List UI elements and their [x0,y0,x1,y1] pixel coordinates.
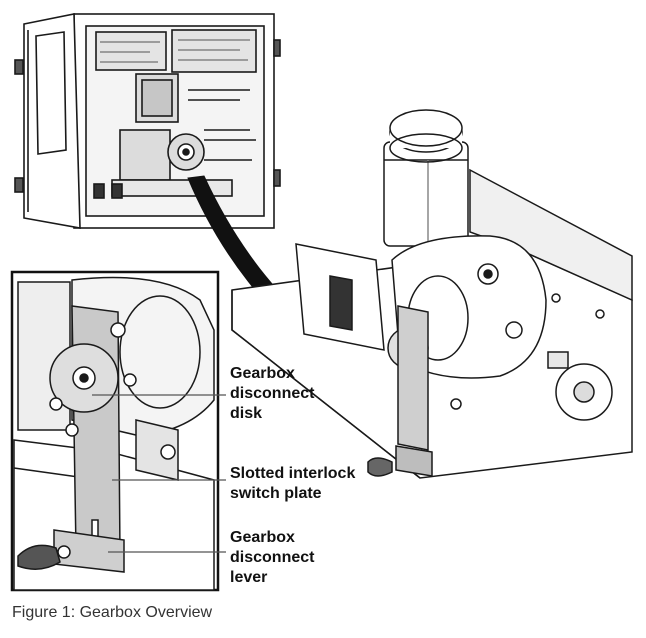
callout-disk-line-2: disconnect [230,385,315,402]
callout-disk-line-3: disk [230,405,263,422]
frame-housing [469,168,633,302]
callout-plate-line-1: Slotted interlock [230,465,356,482]
door-window [35,31,67,155]
callout-gearbox-disconnect-lever: Gearbox disconnect lever [230,528,314,588]
control-box [14,13,281,229]
callout-lever-line-3: lever [230,569,268,586]
detail-inset [10,270,226,592]
figure-caption: Figure 1: Gearbox Overview [12,604,213,621]
motor-block [119,129,171,181]
assembly-interlock-plate [397,305,429,451]
callout-lever-line-2: disconnect [230,549,315,566]
callout-plate-line-2: switch plate [230,485,322,502]
callout-gearbox-disconnect-disk: Gearbox disconnect disk [230,364,314,424]
callout-lever-line-1: Gearbox [230,529,295,546]
assembly-lever [395,445,433,477]
circuit-board-left [95,31,167,71]
circuit-board-right [171,29,257,73]
callout-disk-line-1: Gearbox [230,365,295,382]
callout-slotted-interlock-switch-plate: Slotted interlock switch plate [230,464,355,504]
gearbox-assembly [231,109,633,479]
motor-body [383,141,469,247]
gearbox-body [391,235,547,379]
detail-interlock-plate [71,305,121,557]
detail-t-handle [17,544,61,570]
